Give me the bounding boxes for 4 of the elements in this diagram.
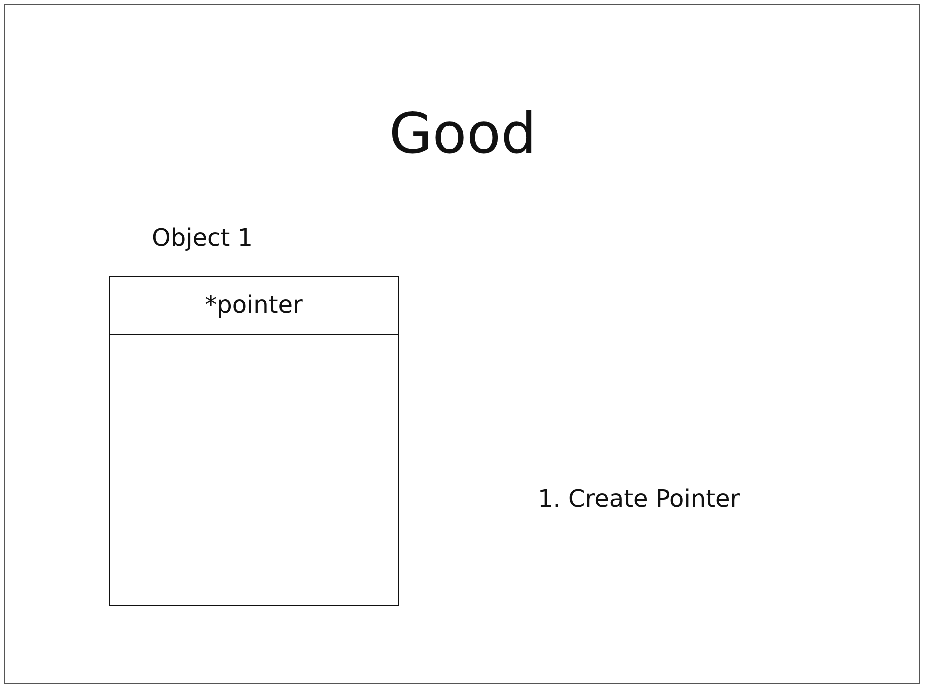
slide-title: Good [388,101,538,169]
step-note: 1. Create Pointer [538,484,740,514]
field-compartment: *pointer [110,277,398,335]
object-heading: Object 1 [152,223,254,253]
